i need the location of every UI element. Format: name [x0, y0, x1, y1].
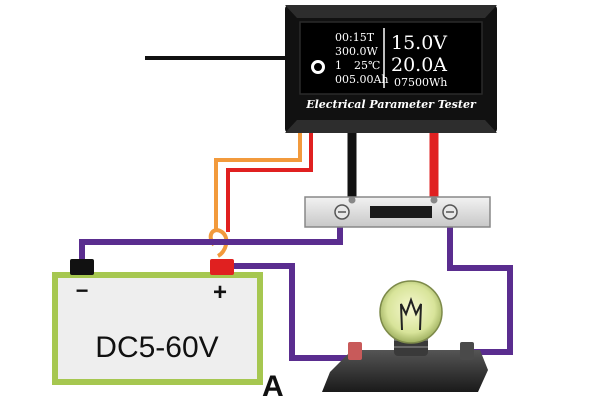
meter-time: 00:15T	[335, 31, 375, 44]
purple-wire-negative	[79, 222, 343, 262]
meter-temperature: 25℃	[354, 59, 380, 72]
meter-energy: 07500Wh	[394, 76, 447, 89]
battery-body	[52, 272, 263, 385]
shunt-resistor	[304, 196, 491, 228]
meter-power: 300.0W	[335, 45, 378, 58]
parameter-meter: 00:15T 300.0W 1 25℃ 005.00Ah 15.0V 20.0A…	[285, 5, 497, 133]
purple-wire-shunt-lamp	[447, 222, 513, 355]
meter-caption: Electrical Parameter Tester	[305, 98, 477, 111]
battery-voltage-label: DC5-60V	[95, 331, 218, 364]
circuit-label: A	[262, 370, 284, 400]
meter-button-icon[interactable]	[311, 60, 325, 74]
battery-positive-terminal	[210, 259, 234, 275]
meter-red-wire	[226, 132, 313, 232]
battery-negative-terminal	[70, 259, 94, 275]
meter-capacity: 005.00Ah	[335, 73, 389, 86]
meter-current: 20.0A	[391, 54, 447, 76]
purple-wire-positive	[226, 263, 352, 361]
light-bulb	[379, 280, 443, 356]
battery: − + DC5-60V	[52, 259, 263, 385]
meter-screen	[299, 21, 483, 95]
meter-channel: 1	[335, 59, 342, 72]
lamp-base	[322, 342, 488, 392]
meter-voltage: 15.0V	[391, 32, 447, 54]
battery-positive-sign: +	[213, 279, 227, 306]
meter-orange-wire	[214, 132, 302, 232]
wire-loop	[208, 228, 229, 258]
battery-negative-sign: −	[76, 278, 89, 303]
